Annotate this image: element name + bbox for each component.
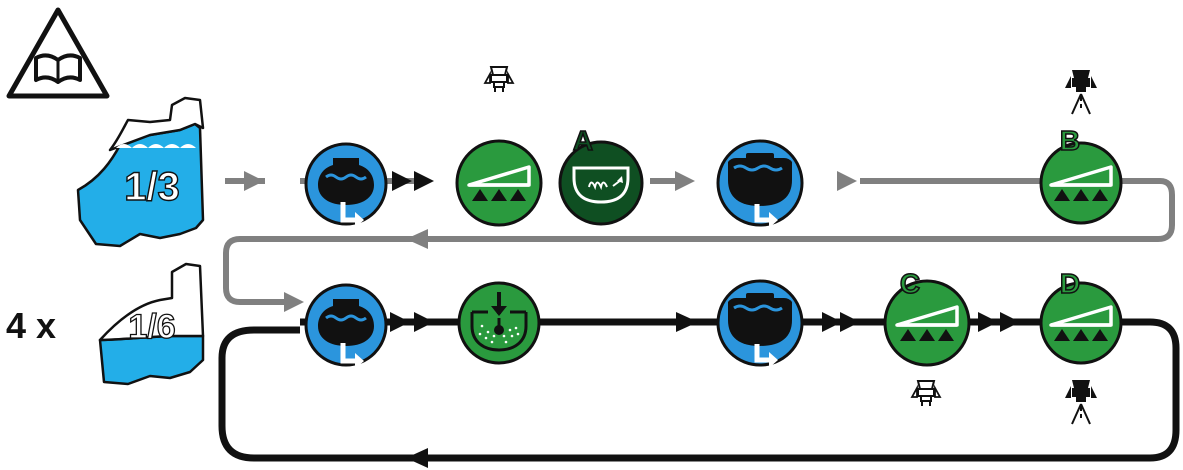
step-label-c: C (900, 268, 920, 299)
step-nozzle-clean-row2 (457, 281, 541, 365)
step-label-a: A (573, 125, 593, 156)
tank-fill-one-third-icon (76, 96, 205, 248)
step-boom-spray-b (1039, 141, 1123, 225)
tank-fill-second-label: 1/6 (128, 308, 175, 346)
step-label-d: D (1060, 268, 1080, 299)
step-drain-row1 (304, 142, 388, 228)
step-rinse-row2 (716, 279, 804, 368)
tank-fill-first-label: 1/3 (124, 165, 180, 209)
nozzles-off-icon-top (484, 66, 514, 93)
step-boom-spray-c (883, 279, 971, 367)
nozzles-spraying-icon-bottom (1064, 379, 1098, 425)
step-boom-spray-d (1039, 281, 1123, 365)
tank-fill-one-sixth-icon (98, 262, 205, 386)
read-manual-icon (6, 7, 110, 99)
flow-arrows-black-row1 (392, 171, 434, 191)
flow-line-repeat-pass (218, 318, 1180, 462)
flow-arrows-black-row2 (390, 312, 1020, 468)
step-label-b: B (1060, 125, 1080, 156)
nozzles-off-icon-bottom (911, 380, 941, 407)
flow-arrows-gray (244, 171, 857, 312)
step-rinse-row1 (716, 139, 804, 228)
step-drain-row2 (304, 283, 388, 369)
step-agitate-row1 (558, 140, 644, 226)
nozzles-spraying-icon-top (1064, 69, 1098, 115)
tank-fill-repeat-prefix: 4 x (6, 305, 56, 346)
step-boom-spray-row1 (455, 139, 543, 227)
